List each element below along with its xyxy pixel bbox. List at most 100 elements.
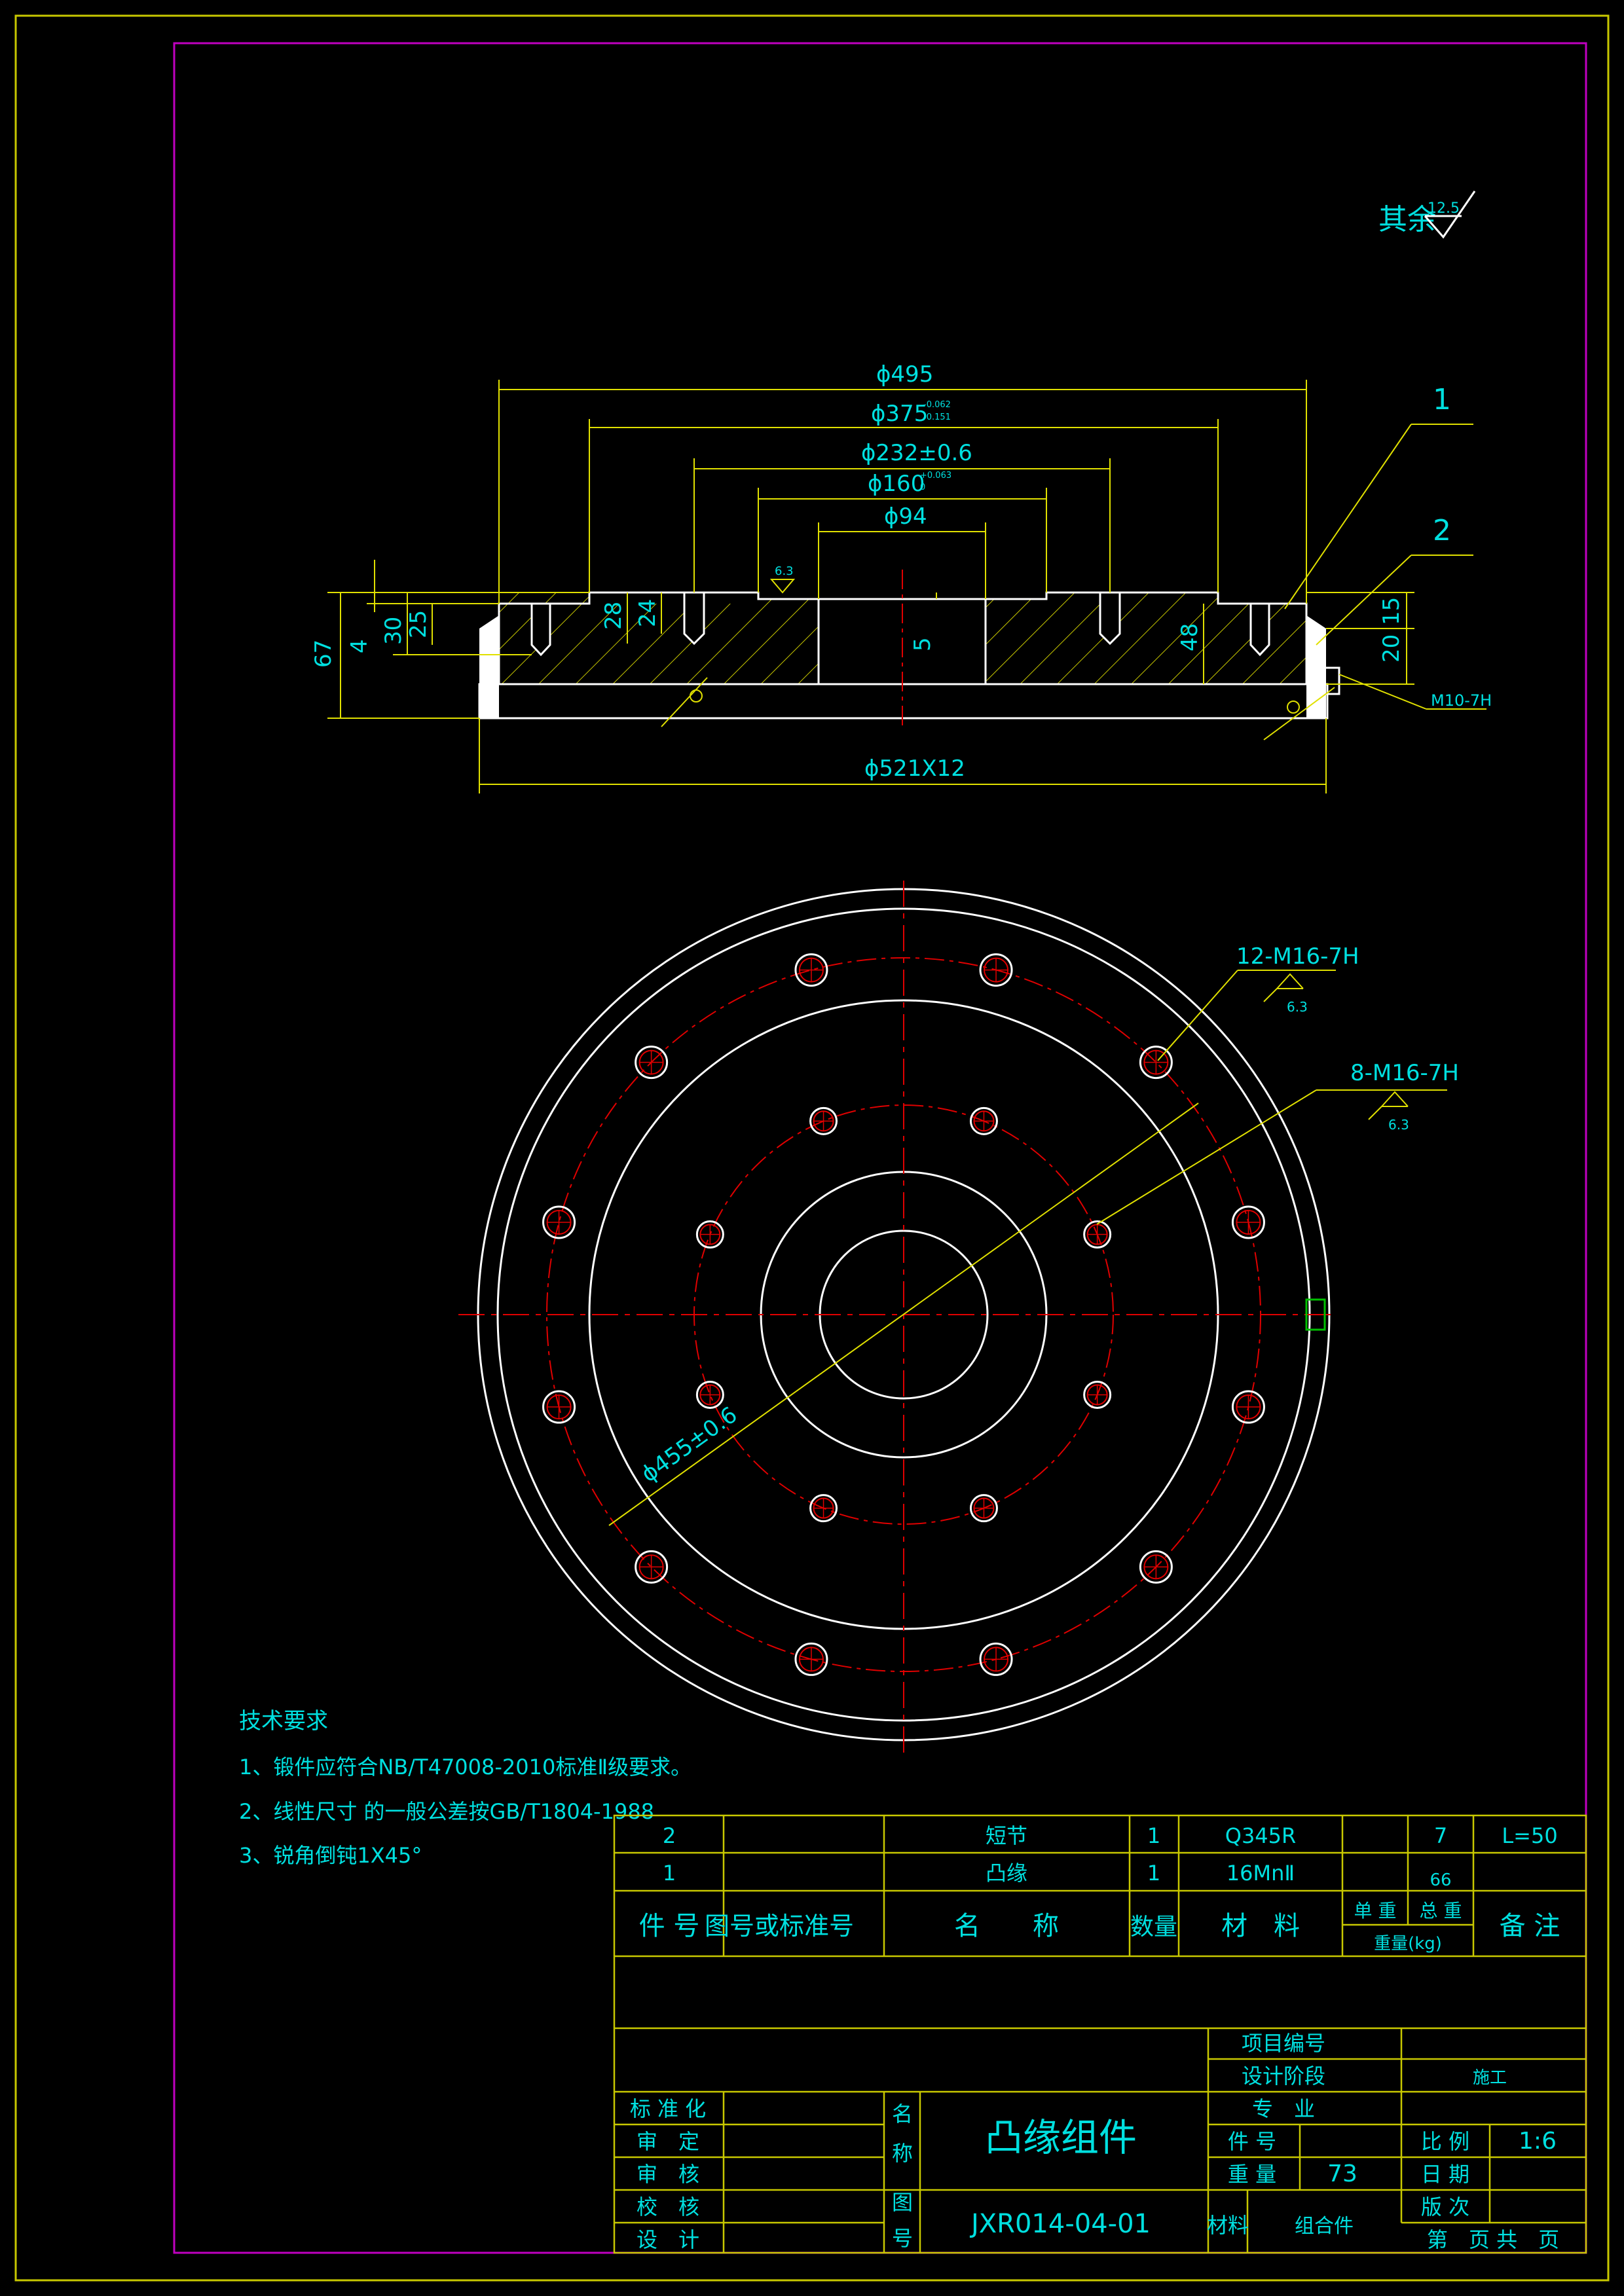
roughness-symbol <box>1424 191 1476 239</box>
bom-row-no: 2 <box>663 1823 676 1848</box>
name-label-1: 名 <box>892 2102 913 2126</box>
weld-circle <box>690 689 703 702</box>
thread-leader <box>1338 674 1427 710</box>
sign-role: 设 计 <box>637 2227 699 2252</box>
dim-67: 67 <box>310 640 337 668</box>
bom-row-total-weight: 7 <box>1434 1823 1447 1848</box>
dim-375-tol-upper: -0.062 <box>923 400 951 410</box>
dim-15: 15 <box>1378 597 1405 625</box>
bolt-hole-outer <box>979 1642 1013 1676</box>
sign-role: 校 核 <box>637 2195 699 2219</box>
bolt-hole-outer <box>969 1106 998 1135</box>
bom-header-unit-weight: 单 重 <box>1354 1900 1397 1922</box>
bom-row-name: 短节 <box>986 1823 1027 1848</box>
bolt-hole-outer <box>809 1106 838 1135</box>
bolt-hole <box>1083 1380 1112 1409</box>
balloon-leader-1 <box>1284 424 1412 610</box>
pitch-dim-line <box>608 1102 1199 1526</box>
design-stage-label: 设计阶段 <box>1242 2064 1325 2088</box>
bom-row-name: 凸缘 <box>986 1861 1027 1886</box>
bolt-hole-outer <box>794 953 828 987</box>
balloon-2: 2 <box>1433 514 1451 547</box>
drawing-number: JXR014-04-01 <box>969 2209 1151 2239</box>
inner-holes-label: 8-M16-7H <box>1350 1060 1459 1086</box>
bolt-hole <box>542 1205 576 1239</box>
scale-value: 1:6 <box>1519 2128 1557 2155</box>
bolt-hole <box>979 1642 1013 1676</box>
side-thread-hole <box>1326 666 1340 695</box>
bolt-hole-outer <box>635 1550 669 1584</box>
bom-row-material: 16MnⅡ <box>1227 1861 1295 1886</box>
short-tube-wall-left <box>479 629 499 718</box>
part-no-label: 件 号 <box>1228 2129 1276 2154</box>
dim-232: ϕ232±0.6 <box>861 440 972 466</box>
bolt-hole-outer <box>1139 1550 1173 1584</box>
surface-note-label: 其余 <box>1378 203 1436 236</box>
scale-label: 比 例 <box>1421 2129 1469 2154</box>
bom-row-total-weight: 66 <box>1430 1870 1451 1890</box>
bolt-hole <box>635 1550 669 1584</box>
leader-line <box>661 677 708 727</box>
side-thread-mark <box>1305 1298 1326 1331</box>
plan-roughness-mark <box>1368 1091 1409 1120</box>
bom-header-name: 名 称 <box>954 1911 1059 1941</box>
leader-inner-holes <box>1096 1089 1317 1225</box>
dim-20: 20 <box>1378 634 1405 663</box>
dim-495: ϕ495 <box>876 361 933 388</box>
dim-4: 4 <box>346 639 373 653</box>
dim-24: 24 <box>635 599 661 627</box>
sheet-label: 第 页 共 页 <box>1427 2227 1559 2252</box>
dim-25: 25 <box>405 610 432 638</box>
bolt-hole-outer <box>979 953 1013 987</box>
section-view: 6.3 ϕ495 ϕ375 -0.062 -0.151 ϕ232±0.6 ϕ16… <box>310 361 1492 793</box>
leader-outer-holes <box>1157 970 1238 1061</box>
tech-req-item: 2、线性尺寸 的一般公差按GB/T1804-1988 <box>239 1799 654 1824</box>
dim-160-tol-upper: +0.063 <box>920 471 951 481</box>
bolt-hole-outer <box>794 1642 828 1676</box>
bolt-hole-outer <box>542 1390 576 1424</box>
bolt-hole-outer <box>695 1220 724 1249</box>
weight-label: 重 量 <box>1228 2162 1276 2187</box>
outer-frame <box>14 14 1610 2282</box>
version-label: 版 次 <box>1421 2195 1469 2219</box>
bolt-hole <box>1231 1205 1265 1239</box>
bolt-hole <box>979 953 1013 987</box>
bom-header-qty: 数量 <box>1130 1914 1177 1941</box>
flange-section-left <box>499 592 819 684</box>
bom-header-note: 备 注 <box>1500 1911 1560 1941</box>
surface-note: 其余 12.5 <box>1378 191 1476 239</box>
bolt-hole <box>542 1390 576 1424</box>
bolt-hole <box>794 953 828 987</box>
dim-160-tol-lower: 0 <box>920 483 925 492</box>
short-tube-wall-right <box>1306 629 1326 718</box>
bom-row-no: 1 <box>663 1861 676 1886</box>
sign-role: 审 定 <box>637 2129 699 2154</box>
tech-req-item: 1、锻件应符合NB/T47008-2010标准Ⅱ级要求。 <box>239 1755 692 1779</box>
title-block: 2 短节 1 Q345R 7 L=50 1 凸缘 1 16MnⅡ 66 件 号 … <box>613 1814 1587 2254</box>
bom-header-no: 件 号 <box>639 1911 700 1941</box>
weight-value: 73 <box>1327 2160 1357 2187</box>
date-label: 日 期 <box>1421 2162 1469 2187</box>
bolt-hole <box>809 1494 838 1523</box>
sign-role: 标 准 化 <box>630 2096 706 2121</box>
bolt-hole-outer <box>695 1380 724 1409</box>
dim-375: ϕ375 <box>871 401 928 427</box>
drawing-name: 凸缘组件 <box>985 2115 1137 2160</box>
bom-header-weight: 重量(kg) <box>1374 1934 1442 1954</box>
flange-section-right <box>986 592 1306 684</box>
project-no-label: 项目编号 <box>1242 2031 1325 2056</box>
threaded-holes <box>530 591 1270 657</box>
surface-note-value: 12.5 <box>1428 200 1460 217</box>
dim-48: 48 <box>1177 623 1203 651</box>
bolt-hole-outer <box>969 1494 998 1523</box>
sign-role: 审 核 <box>637 2162 699 2187</box>
leader-line <box>1263 687 1335 740</box>
bolt-hole <box>695 1220 724 1249</box>
bolt-hole <box>809 1106 838 1135</box>
balloon-1: 1 <box>1433 383 1451 416</box>
threaded-hole <box>1099 591 1121 646</box>
plan-roughness-mark <box>1263 973 1304 1002</box>
bom-row-qty: 1 <box>1147 1861 1160 1886</box>
bolt-hole <box>695 1380 724 1409</box>
